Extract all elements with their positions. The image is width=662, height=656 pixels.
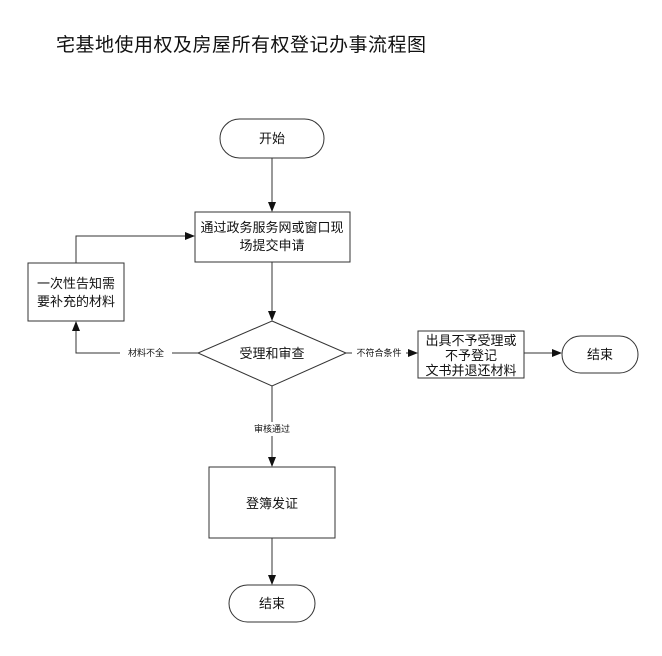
node-review-label: 受理和审查 (239, 347, 304, 362)
arrowhead-review (268, 311, 276, 321)
arrowhead-end-right (552, 349, 562, 357)
arrowhead-end-bottom (268, 575, 276, 585)
node-supplement-line-2: 要补充的材料 (37, 294, 115, 310)
arrowhead-supplement (72, 321, 80, 331)
node-reject-line-3: 文书并退还材料 (425, 364, 516, 379)
node-supplement: 一次性告知需 要补充的材料 (27, 262, 125, 322)
node-supplement-line-1: 一次性告知需 (37, 276, 115, 292)
node-apply-line-2: 场提交申请 (239, 238, 304, 254)
edge-labels: 材料不全 不符合条件 审核通过 (120, 346, 406, 436)
arrowhead-apply (268, 202, 276, 212)
arrowhead-reject (408, 349, 418, 357)
arrowhead-register (268, 457, 276, 467)
node-register: 登簿发证 (208, 466, 336, 539)
node-register-label: 登簿发证 (246, 496, 298, 512)
label-approved: 审核通过 (254, 423, 290, 435)
node-apply: 通过政务服务网或窗口现 场提交申请 (194, 211, 351, 263)
edge-supplement-to-apply (75, 235, 185, 263)
node-reject-line-2: 不予登记 (445, 349, 497, 364)
node-reject: 出具不予受理或 不予登记 文书并退还材料 (417, 330, 525, 379)
node-start-label: 开始 (259, 132, 285, 147)
node-start: 开始 (219, 118, 325, 159)
node-review: 受理和审查 (196, 320, 348, 387)
arrowhead-apply-left (185, 232, 195, 240)
node-end-right-label: 结束 (587, 348, 613, 363)
node-end-right: 结束 (561, 335, 639, 374)
node-apply-line-1: 通过政务服务网或窗口现 (200, 220, 343, 236)
page-title: 宅基地使用权及房屋所有权登记办事流程图 (56, 34, 427, 56)
node-reject-line-1: 出具不予受理或 (425, 334, 516, 349)
label-incomplete: 材料不全 (128, 347, 164, 359)
node-end-bottom-label: 结束 (259, 597, 285, 612)
node-end-bottom: 结束 (228, 584, 316, 623)
label-not-qualified: 不符合条件 (356, 347, 401, 359)
